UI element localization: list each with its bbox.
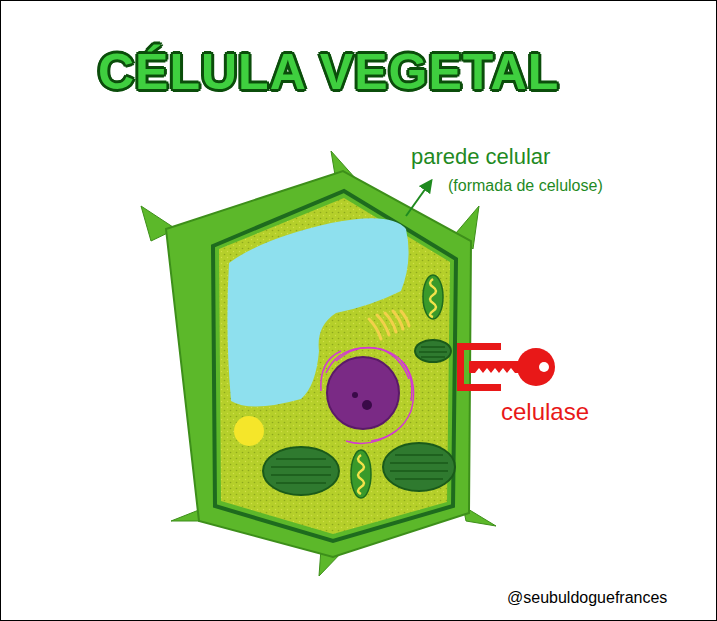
golgi-apparatus [369,311,409,339]
mitochondrion [423,275,443,319]
title: CÉLULA VEGETAL [98,45,559,100]
cell-membrane [213,191,456,541]
watermark: @seubuldoguefrances [507,589,667,607]
nucleolus [362,400,372,410]
chloroplast [383,443,455,491]
part-note: (formada de celulose) [448,177,603,195]
leader-arrow [406,181,431,216]
granule [234,416,264,446]
mitochondrion [351,450,371,498]
enzyme-key [457,343,555,391]
cell-wall [166,171,471,557]
part-label: celulase [501,399,589,425]
nucleus [327,357,399,429]
cell-wall-junctions [141,151,496,576]
part-label: parede celular [411,145,550,169]
chloroplast [415,340,451,362]
endoplasmic-reticulum [321,348,414,444]
nucleolus [352,392,358,398]
chloroplast [263,447,339,495]
